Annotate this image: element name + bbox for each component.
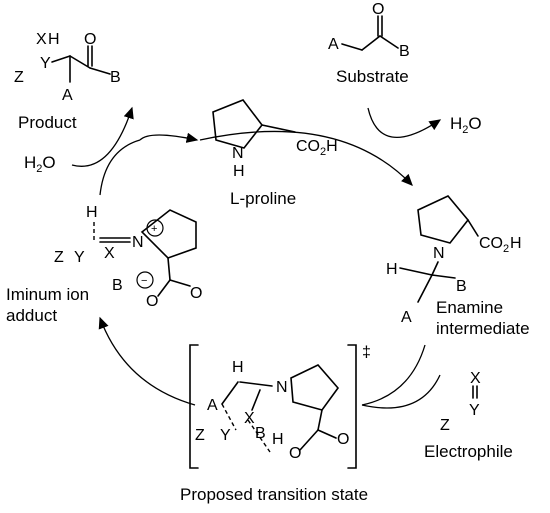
svg-text:B: B	[255, 425, 266, 442]
svg-text:O: O	[372, 1, 384, 18]
enamine-label-line1: Enamine	[436, 298, 503, 317]
svg-text:X: X	[36, 31, 47, 48]
arrow-electrophile-in	[361, 374, 441, 409]
product-structure: X H Y Z O B A Product H2O	[14, 31, 121, 175]
svg-text:Z: Z	[14, 69, 24, 86]
svg-text:+: +	[151, 223, 157, 235]
svg-text:Y: Y	[220, 427, 231, 444]
enamine-label-line2: intermediate	[436, 319, 530, 338]
water-out-label: H2O	[450, 114, 482, 136]
svg-text:Z: Z	[195, 427, 205, 444]
svg-text:O: O	[146, 293, 158, 310]
arrow-join-proline	[139, 132, 199, 143]
arrow-ts-to-iminium	[98, 316, 196, 406]
svg-text:−: −	[141, 275, 147, 287]
svg-text:Z: Z	[440, 417, 450, 434]
arrow-product-out	[71, 106, 134, 167]
svg-text:CO: CO	[479, 235, 503, 252]
iminium-label-line2: adduct	[6, 306, 57, 325]
svg-text:O: O	[337, 431, 349, 448]
svg-text:H: H	[386, 261, 398, 278]
electrophile-structure: X Y Z Electrophile	[424, 370, 513, 461]
water-in-label: H2O	[24, 153, 56, 175]
svg-text:B: B	[110, 69, 121, 86]
svg-text:N: N	[276, 379, 288, 396]
svg-text:2: 2	[503, 243, 509, 255]
l-proline-structure: N H CO2H L-proline	[212, 99, 338, 208]
cycle-arrows	[71, 106, 442, 409]
enamine-structure: CO 2 H N H B A Enamine intermediate	[386, 195, 530, 338]
transition-state-structure: ‡ N H A Z Y X B H O O Proposed transitio…	[180, 344, 371, 504]
svg-text:N: N	[433, 245, 445, 262]
svg-text:B: B	[399, 43, 410, 60]
svg-text:B: B	[456, 278, 467, 295]
svg-text:Z: Z	[54, 249, 64, 266]
svg-text:‡: ‡	[362, 344, 371, 361]
svg-text:H: H	[86, 204, 98, 221]
svg-text:O: O	[84, 31, 96, 48]
svg-text:H: H	[510, 235, 522, 252]
svg-text:X: X	[104, 245, 115, 262]
svg-text:A: A	[401, 309, 412, 326]
arrow-proline-to-enamine	[199, 130, 413, 186]
svg-text:X: X	[470, 370, 481, 387]
l-proline-label: L-proline	[230, 189, 296, 208]
h-atom: H	[233, 163, 245, 180]
svg-text:A: A	[328, 36, 339, 53]
svg-text:A: A	[207, 397, 218, 414]
svg-text:O: O	[190, 285, 202, 302]
substrate-structure: A O B Substrate H2O	[328, 1, 482, 136]
transition-state-label: Proposed transition state	[180, 485, 368, 504]
product-label: Product	[18, 113, 77, 132]
svg-text:H: H	[272, 431, 284, 448]
iminium-structure: N + H X Y Z B O O − Iminum ion adduct	[6, 204, 202, 325]
svg-text:O: O	[289, 445, 301, 462]
substrate-label: Substrate	[336, 67, 409, 86]
arrow-water-out	[367, 107, 442, 139]
svg-text:A: A	[62, 87, 73, 104]
arrow-enamine-to-ts	[361, 344, 426, 406]
svg-text:X: X	[244, 410, 255, 427]
svg-text:N: N	[132, 234, 144, 251]
svg-text:H: H	[232, 359, 244, 376]
svg-text:Y: Y	[40, 55, 51, 72]
svg-text:H: H	[48, 31, 60, 48]
n-atom: N	[232, 145, 244, 162]
svg-text:B: B	[112, 277, 123, 294]
svg-text:Y: Y	[469, 402, 480, 419]
arrow-iminium-to-proline	[99, 139, 141, 196]
iminium-label-line1: Iminum ion	[6, 285, 89, 304]
electrophile-label: Electrophile	[424, 442, 513, 461]
svg-text:Y: Y	[74, 249, 85, 266]
co2h-group: CO2H	[296, 138, 338, 158]
